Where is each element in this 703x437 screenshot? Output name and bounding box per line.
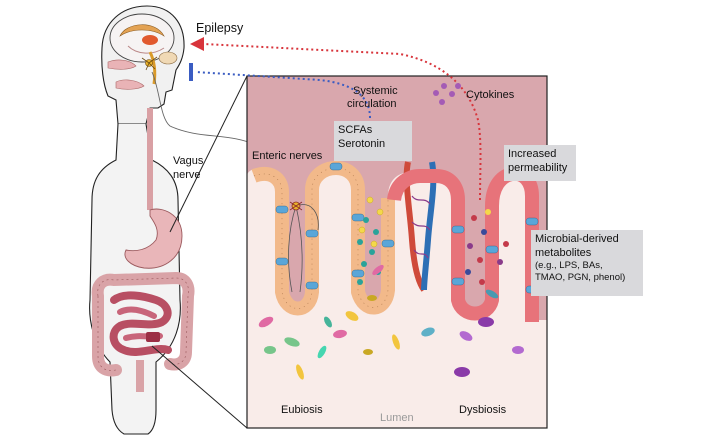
epilepsy-label: Epilepsy: [196, 21, 244, 35]
scfa-serotonin-box: SCFAs Serotonin: [334, 121, 412, 161]
small-intestine: [109, 291, 172, 356]
permeability-box: Increased permeability: [504, 145, 576, 181]
vagus-label-2: nerve: [173, 169, 201, 181]
metabolites-examples-2: TMAO, PGN, phenol): [535, 272, 626, 283]
epilepsy-arrowhead: [190, 37, 204, 51]
stomach: [124, 208, 183, 269]
serotonin-label: Serotonin: [338, 138, 386, 150]
scfas-label: SCFAs: [338, 124, 373, 136]
permeability-label: permeability: [508, 162, 568, 174]
lamina-propria: [247, 76, 547, 320]
enteric-neuron-icon: [289, 201, 303, 211]
metabolites-examples-1: (e.g., LPS, BAs,: [535, 260, 603, 271]
bacteria-dysbiosis: [421, 289, 524, 377]
lumen-label: Lumen: [380, 412, 414, 424]
metabolite-dots: [465, 209, 509, 285]
human-body: [89, 5, 299, 435]
dysbiosis-label: Dysbiosis: [459, 404, 507, 416]
systemic-circulation-label-2: circulation: [347, 98, 397, 110]
bacteria-eubiosis: [258, 264, 400, 380]
intestine-panel: [246, 75, 548, 429]
metabolites-label: metabolites: [535, 247, 592, 259]
brain: [109, 13, 175, 63]
cytokine-dots: [433, 83, 461, 105]
enteric-nerves-label: Enteric nerves: [252, 150, 323, 162]
zoom-line-top: [169, 75, 248, 233]
goblet-cells: [275, 162, 395, 290]
zoom-line-bottom: [151, 345, 248, 429]
scfa-pathway-arrow: [195, 71, 371, 119]
microbial-derived-label: Microbial-derived: [535, 233, 619, 245]
inhibition-bar: [189, 63, 193, 81]
neuron-icon: [141, 56, 158, 71]
eubiosis-label: Eubiosis: [281, 404, 323, 416]
serotonin-dots: [358, 196, 384, 248]
cytokines-label: Cytokines: [466, 89, 515, 101]
increased-label: Increased: [508, 148, 557, 160]
cytokine-pathway-arrow: [203, 43, 482, 201]
systemic-circulation-label-1: Systemic: [353, 85, 398, 97]
epithelium-healthy: [251, 161, 395, 316]
vagus-label-1: Vagus: [173, 155, 204, 167]
metabolites-box: Microbial-derived metabolites (e.g., LPS…: [531, 230, 643, 296]
